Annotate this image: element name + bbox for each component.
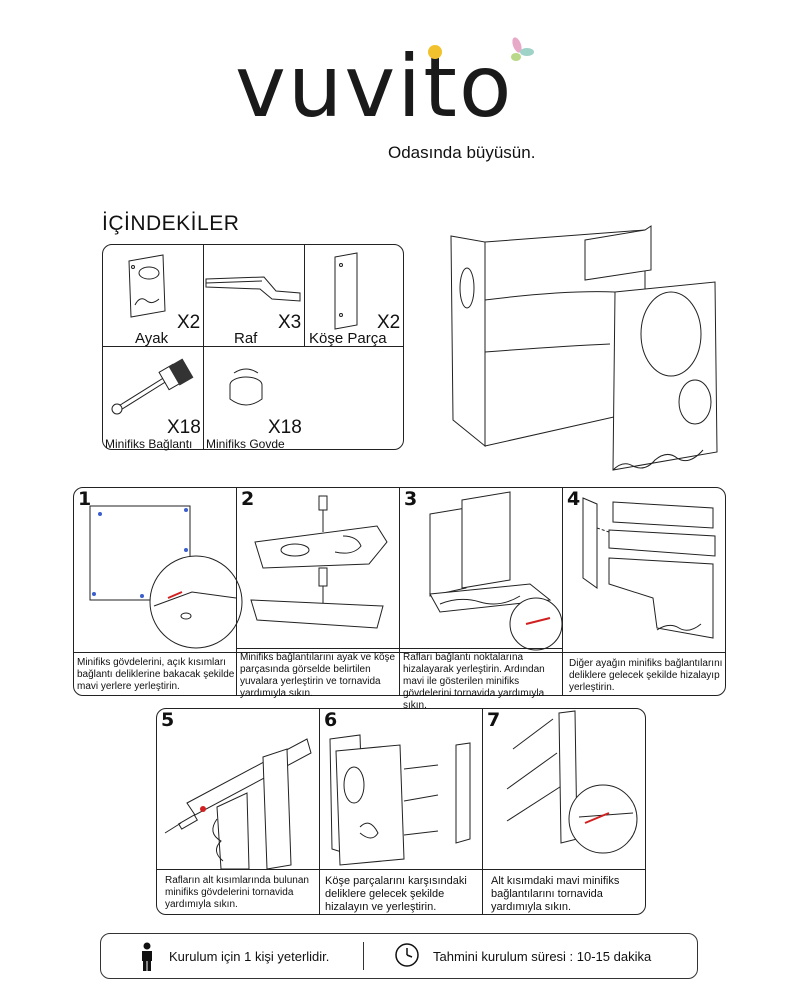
step-caption: Rafların alt kısımlarında bulunan minifi… (165, 875, 309, 910)
cam-body-icon (229, 368, 263, 406)
step-6-caption-box: Köşe parçalarını karşısındaki deliklere … (319, 869, 483, 915)
step-7-caption-box: Alt kısımdaki mavi minifiks bağlantıları… (482, 869, 646, 915)
step-caption: Minifiks gövdelerini, açık kısımları bağ… (77, 657, 235, 692)
people-required-text: Kurulum için 1 kişi yeterlidir. (169, 949, 330, 964)
step-number: 1 (78, 488, 92, 510)
step-caption: Diğer ayağın minifiks bağlantılarını del… (569, 658, 723, 693)
person-icon (142, 942, 152, 971)
part-name: Ayak (135, 330, 169, 347)
step-caption: Rafları bağlantı noktalarına hizalayarak… (403, 652, 545, 711)
step-1-caption-box: Minifiks gövdelerini, açık kısımları bağ… (73, 652, 237, 696)
step-caption: Köşe parçalarını karşısındaki deliklere … (325, 875, 467, 913)
part-name: Köşe Parça (309, 330, 387, 347)
part-connector: X18 Minifiks Bağlantı (102, 346, 204, 451)
corner-part-icon (334, 252, 358, 330)
part-corner: X2 Köşe Parça (304, 244, 404, 347)
shelf-part-icon (205, 276, 301, 302)
part-name: Raf (234, 330, 258, 347)
step-number: 6 (324, 709, 338, 731)
step-number: 4 (567, 488, 581, 510)
logo-dots-icon (428, 37, 534, 61)
part-qty: X2 (177, 312, 201, 333)
part-leg: X2 Ayak (102, 244, 204, 347)
logo-wordmark: vuvito (235, 37, 514, 137)
step-2: 2 (236, 487, 400, 653)
assembly-time-text: Tahmini kurulum süresi : 10-15 dakika (433, 949, 652, 964)
step-4: 4 (562, 487, 726, 653)
step-3-caption-box: Rafları bağlantı noktalarına hizalayarak… (399, 648, 563, 711)
footer-divider (363, 942, 364, 970)
step-6: 6 (319, 708, 483, 870)
part-qty: X18 (268, 417, 302, 438)
step-4-illustration (582, 497, 716, 639)
contents-title: İÇİNDEKİLER (102, 212, 240, 235)
part-qty: X2 (377, 312, 401, 333)
step-number: 2 (241, 488, 255, 510)
part-qty: X3 (278, 312, 302, 333)
step-caption: Minifiks bağlantılarını ayak ve köşe par… (240, 652, 396, 699)
step-2-caption-box: Minifiks bağlantılarını ayak ve köşe par… (236, 648, 400, 699)
part-qty: X18 (167, 417, 201, 438)
step-5-caption-box: Rafların alt kısımlarında bulunan minifi… (156, 869, 320, 915)
parts-list: X2 Ayak X3 Raf X2 Köşe Parça (102, 244, 404, 451)
step-caption: Alt kısımdaki mavi minifiks bağlantıları… (491, 875, 620, 913)
step-7-illustration (506, 710, 638, 854)
part-name: Minifiks Bağlantı (105, 437, 193, 451)
step-3-illustration (429, 491, 563, 651)
connector-bolt-icon (111, 358, 194, 415)
step-1: 1 (73, 487, 243, 653)
step-4-caption-box: Diğer ayağın minifiks bağlantılarını del… (562, 652, 726, 696)
brand-tagline: Odasında büyüsün. (388, 143, 536, 162)
part-name: Minifiks Govde (206, 437, 285, 451)
step-7: 7 (482, 708, 646, 870)
brand-logo: vuvito (235, 37, 555, 137)
part-cam-body: X18 Minifiks Govde (203, 346, 404, 451)
step-5: 5 (156, 708, 320, 870)
step-6-illustration (329, 734, 471, 866)
step-3: 3 (399, 487, 563, 653)
step-number: 5 (161, 709, 175, 731)
leg-part-icon (128, 254, 166, 318)
part-shelf: X3 Raf (203, 244, 305, 347)
assembled-product-illustration (450, 225, 718, 471)
step-2-illustration (250, 495, 388, 629)
step-number: 7 (487, 709, 501, 731)
clock-icon (395, 943, 419, 967)
step-5-illustration (164, 738, 312, 870)
step-number: 3 (404, 488, 418, 510)
footer-info: Kurulum için 1 kişi yeterlidir. Tahmini … (100, 933, 698, 979)
step-1-illustration (89, 505, 243, 649)
